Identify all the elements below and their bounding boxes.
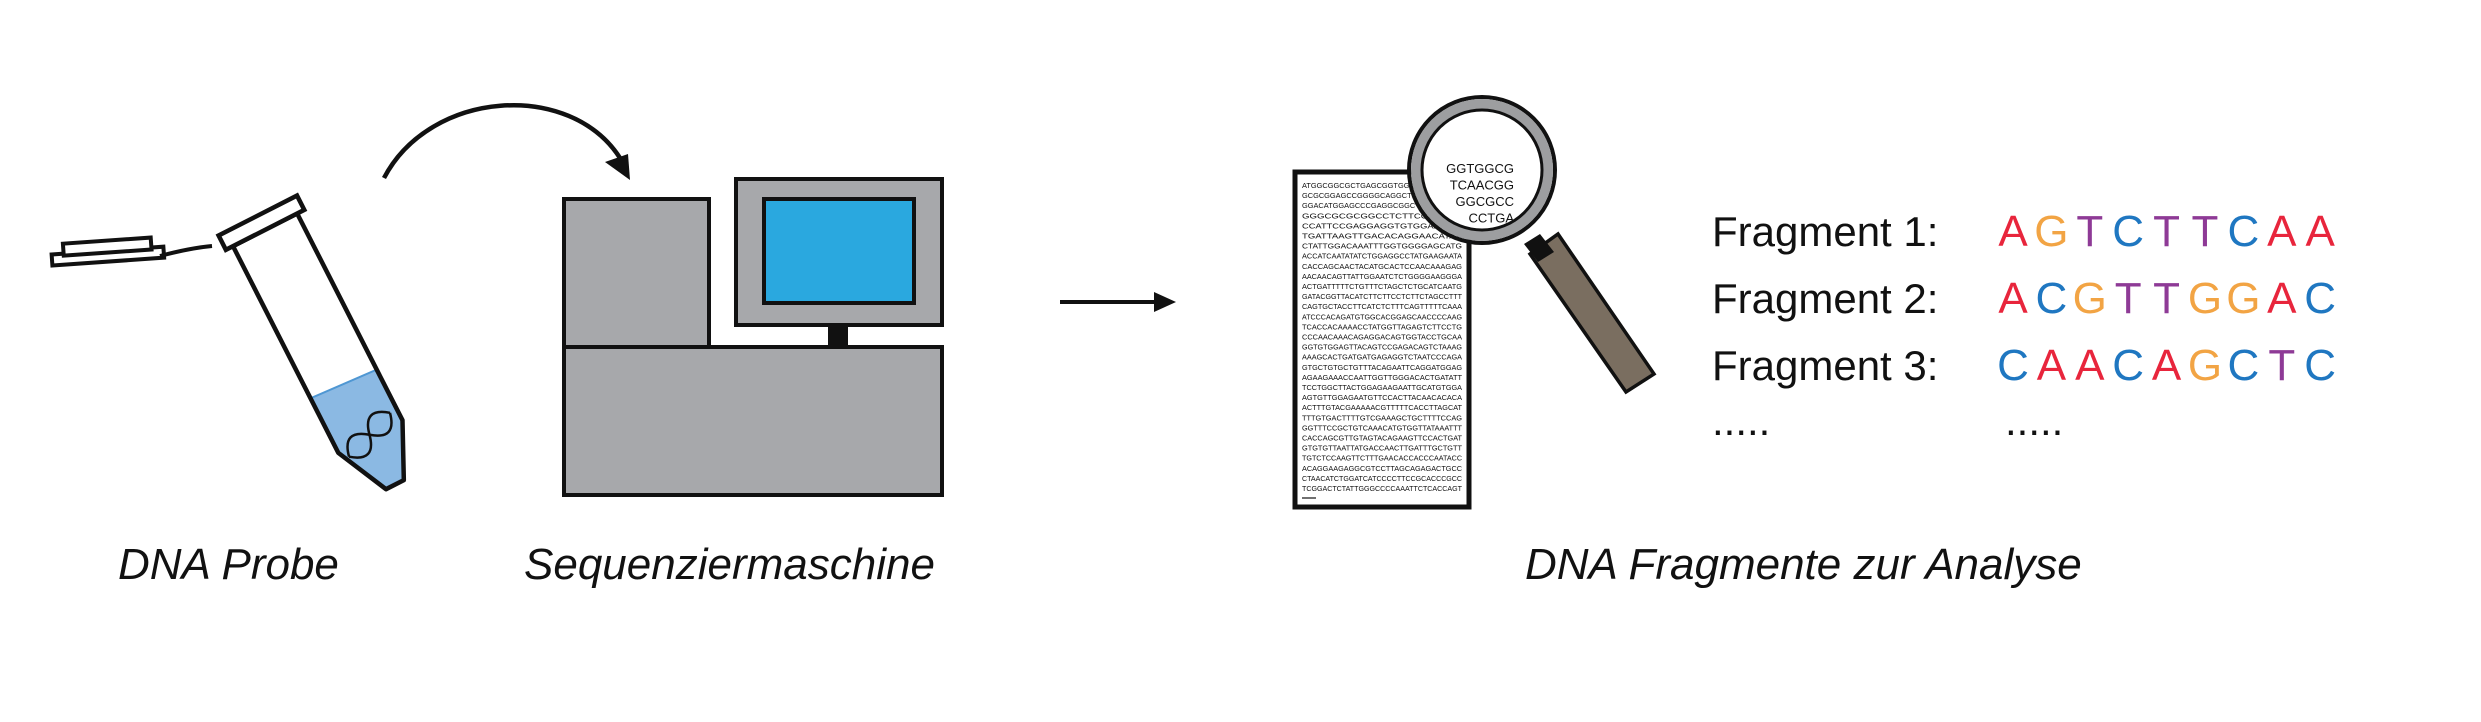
- dna-helix-icon: [346, 410, 393, 459]
- nucleotide-c: C: [2036, 274, 2068, 323]
- document-line: CCATTCCGAGGAGGTGTGGAATATC: [1302, 221, 1463, 230]
- document-line: ATGGCGGCGCTGAGCGGTGGC: [1302, 181, 1415, 190]
- nucleotide-g: G: [2226, 274, 2260, 323]
- fragment-label-ellipsis: .....: [1712, 397, 1770, 444]
- document-line: TGATTAAGTTGACACAGGAACATAA: [1302, 232, 1462, 241]
- document-line: ATCCCACAGATGTGGCACGGAGCAACCCCAAG: [1302, 312, 1462, 321]
- nucleotide-c: C: [2228, 341, 2260, 390]
- document-line: GTGTGTTAATTATGACCAACTTGATTTGCTGTT: [1302, 444, 1462, 453]
- nucleotide-g: G: [2073, 274, 2107, 323]
- document-text: ATGGCGGCGCTGAGCGGTGGCGCGCGGAGCCGGGGCAGGC…: [1302, 181, 1463, 493]
- magnified-line: TCAACGG: [1450, 178, 1514, 193]
- document-line: CACCAGCGTTGTAGTACAGAAGTTCCACTGAT: [1302, 434, 1462, 443]
- document-line: TCCTGGCTTACTGGAGAAGAATTGCATGTGGA: [1302, 383, 1462, 392]
- document-line: CACCAGCAACTACATGCACTCCAACAAAGAG: [1302, 262, 1462, 271]
- fragment-label: Fragment 1:: [1712, 208, 1938, 255]
- document-line: AGAAGAAACCAATTGGTTGGGACACTGATATT: [1302, 373, 1462, 382]
- nucleotide-a: A: [2306, 207, 2336, 256]
- nucleotide-a: A: [2037, 341, 2067, 390]
- document-line: AGTGTTGGAGAATGTTCCACTTACAACACACA: [1302, 393, 1462, 402]
- dna-liquid: [270, 352, 427, 501]
- curved-arrow-icon: [382, 103, 630, 180]
- sequencing-machine-icon: [562, 177, 944, 497]
- nucleotide-g: G: [2188, 274, 2222, 323]
- nucleotide-t: T: [2115, 274, 2142, 323]
- sequence-ellipsis: .....: [2005, 397, 2063, 444]
- document-line: TCGGACTCTATTGGGCCCCAAATTCTCACCAGT: [1302, 484, 1462, 493]
- nucleotide-a: A: [2075, 341, 2105, 390]
- document-line: ACAGGAAGAGGCGTCCTTAGCAGAGACTGCC: [1302, 464, 1463, 473]
- machine-screen: [762, 197, 916, 305]
- nucleotide-a: A: [1998, 207, 2028, 256]
- document-line: GATACGGTTACATCTTCTTCCTCTTCTAGCCTTT: [1302, 292, 1462, 301]
- document-line: GGTGTGGAGTTACAGTCCGAGACAGTCTAAAG: [1302, 343, 1462, 352]
- nucleotide-c: C: [2304, 274, 2336, 323]
- document-line: GGGCGCGCGGCCTCTTCGGCTGT: [1302, 211, 1463, 220]
- nucleotide-c: C: [2112, 207, 2144, 256]
- nucleotide-c: C: [2304, 341, 2336, 390]
- nucleotide-t: T: [2076, 207, 2103, 256]
- right-arrow-icon: [1060, 292, 1176, 312]
- magnified-line: CCTGA: [1469, 211, 1515, 226]
- caption-dna-sample: DNA Probe: [118, 540, 339, 589]
- document-line: GGACATGGAGCCCGAGGCGGC: [1302, 201, 1416, 210]
- caption-dna-fragments: DNA Fragmente zur Analyse: [1525, 540, 2082, 589]
- nucleotide-a: A: [2152, 341, 2182, 390]
- document-line: CTAACATCTGGATCATCCCCTTCCGCACCCGCC: [1302, 474, 1463, 483]
- document-line: GCGCGGAGCCGGGGCAGGCTC: [1302, 191, 1418, 200]
- document-line: GTGCTGTGCTGTTTACAGAATTCAGGATGGAG: [1302, 363, 1462, 372]
- nucleotide-t: T: [2153, 207, 2180, 256]
- document-line: ACTGATTTTTCTGTTTCTAGCTCTGCATCAATG: [1302, 282, 1462, 291]
- fragment-label: Fragment 2:: [1712, 275, 1938, 322]
- document-line: GGTTTCCGCTGTCAAACATGTGGTTATAAATTT: [1302, 423, 1462, 432]
- nucleotide-a: A: [2267, 207, 2297, 256]
- nucleotide-g: G: [2188, 341, 2222, 390]
- nucleotide-t: T: [2153, 274, 2180, 323]
- magnifying-glass-icon: GGTGGCGTCAACGGGGCGCCCCTGAAA: [1407, 95, 1657, 395]
- document-line: TCACCACAAAACCTATGGTTAGAGTCTTCCTG: [1302, 322, 1462, 331]
- document-line: CAGTGCTACCTTCATCTCTTTCAGTTTTTCAAA: [1302, 302, 1462, 311]
- nucleotide-t: T: [2268, 341, 2295, 390]
- magnified-sequence: GGTGGCGTCAACGGGGCGCCCCTGAAA: [1446, 161, 1515, 230]
- nucleotide-c: C: [1997, 341, 2029, 390]
- nucleotide-t: T: [2192, 207, 2219, 256]
- nucleotide-a: A: [1998, 274, 2028, 323]
- magnified-line: GGTGGCG: [1446, 161, 1514, 176]
- document-line: CTATTGGACAAATTTGGTGGGGAGCATG: [1302, 242, 1462, 251]
- document-line: AACAACAGTTATTGGAATCTCTGGGGAAGGGA: [1302, 272, 1462, 281]
- nucleotide-g: G: [2034, 207, 2068, 256]
- nucleotide-c: C: [2112, 341, 2144, 390]
- document-line: ACCATCAATATATCTGGAGGCCTATGAAGAATA: [1302, 252, 1462, 261]
- document-line: TGTCTCCAAGTTCTTTGAACACCACCCAATACC: [1302, 454, 1463, 463]
- nucleotide-a: A: [2267, 274, 2297, 323]
- document-line: AAAGCACTGATGATGAGAGGTCTAATCCCAGA: [1302, 353, 1462, 362]
- magnified-line: GGCGCC: [1456, 194, 1515, 209]
- sequence-document-icon: ATGGCGGCGCTGAGCGGTGGCGCGCGGAGCCGGGGCAGGC…: [1292, 169, 1472, 510]
- document-line: TTTGTGACTTTTGTCGAAAGCTGCTTTTCCAG: [1302, 413, 1462, 422]
- caption-sequencing-machine: Sequenziermaschine: [524, 540, 935, 589]
- fragment-label: Fragment 3:: [1712, 342, 1938, 389]
- document-line: ACTTTGTACGAAAAACGTTTTTCACCTTAGCAT: [1302, 403, 1462, 412]
- document-line: CCCAACAAACAGAGGACAGTGGTACCTGCAA: [1302, 333, 1462, 342]
- nucleotide-c: C: [2228, 207, 2260, 256]
- test-tube-icon: [49, 192, 427, 501]
